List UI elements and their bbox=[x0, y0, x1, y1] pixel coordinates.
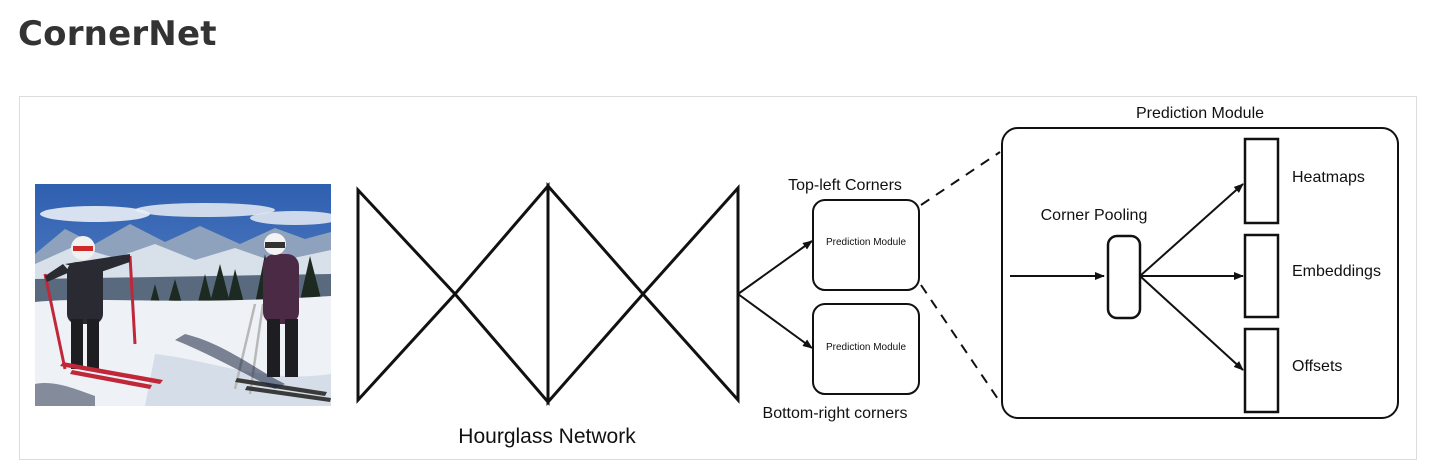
bottom-right-corners-label: Bottom-right corners bbox=[763, 405, 908, 422]
embeddings-label: Embeddings bbox=[1292, 263, 1381, 280]
page-title: CornerNet bbox=[18, 14, 217, 54]
corner-pooling-block bbox=[1106, 234, 1142, 320]
hourglass-decoder-1 bbox=[453, 181, 550, 407]
offsets-output-block bbox=[1243, 327, 1280, 414]
hourglass-encoder-1 bbox=[356, 186, 458, 404]
zoom-line-bottom bbox=[920, 284, 1001, 403]
offsets-label: Offsets bbox=[1292, 358, 1342, 375]
arrow-to-top-left-module bbox=[737, 240, 813, 295]
arrow-to-offsets bbox=[1139, 275, 1244, 371]
arrow-to-heatmaps bbox=[1139, 183, 1244, 277]
top-left-corners-label: Top-left Corners bbox=[788, 177, 902, 194]
expanded-prediction-module bbox=[1001, 127, 1399, 419]
bottom-right-prediction-module-label: Prediction Module bbox=[826, 342, 906, 353]
heatmaps-label: Heatmaps bbox=[1292, 169, 1365, 186]
top-left-prediction-module bbox=[812, 199, 920, 291]
expanded-module-title: Prediction Module bbox=[1136, 105, 1264, 122]
hourglass-encoder-2 bbox=[546, 182, 645, 406]
input-image bbox=[35, 184, 331, 406]
embeddings-output-block bbox=[1243, 233, 1280, 319]
bottom-right-prediction-module bbox=[812, 303, 920, 395]
hourglass-network bbox=[356, 181, 740, 407]
arrow-to-bottom-right-module bbox=[737, 293, 813, 349]
corner-pooling-label: Corner Pooling bbox=[1041, 207, 1148, 224]
heatmaps-output-block bbox=[1243, 137, 1280, 225]
zoom-line-top bbox=[920, 151, 1001, 206]
hourglass-decoder-2 bbox=[640, 184, 740, 404]
skiers-photo bbox=[35, 184, 331, 406]
hourglass-network-label: Hourglass Network bbox=[458, 425, 636, 448]
top-left-prediction-module-label: Prediction Module bbox=[826, 237, 906, 248]
